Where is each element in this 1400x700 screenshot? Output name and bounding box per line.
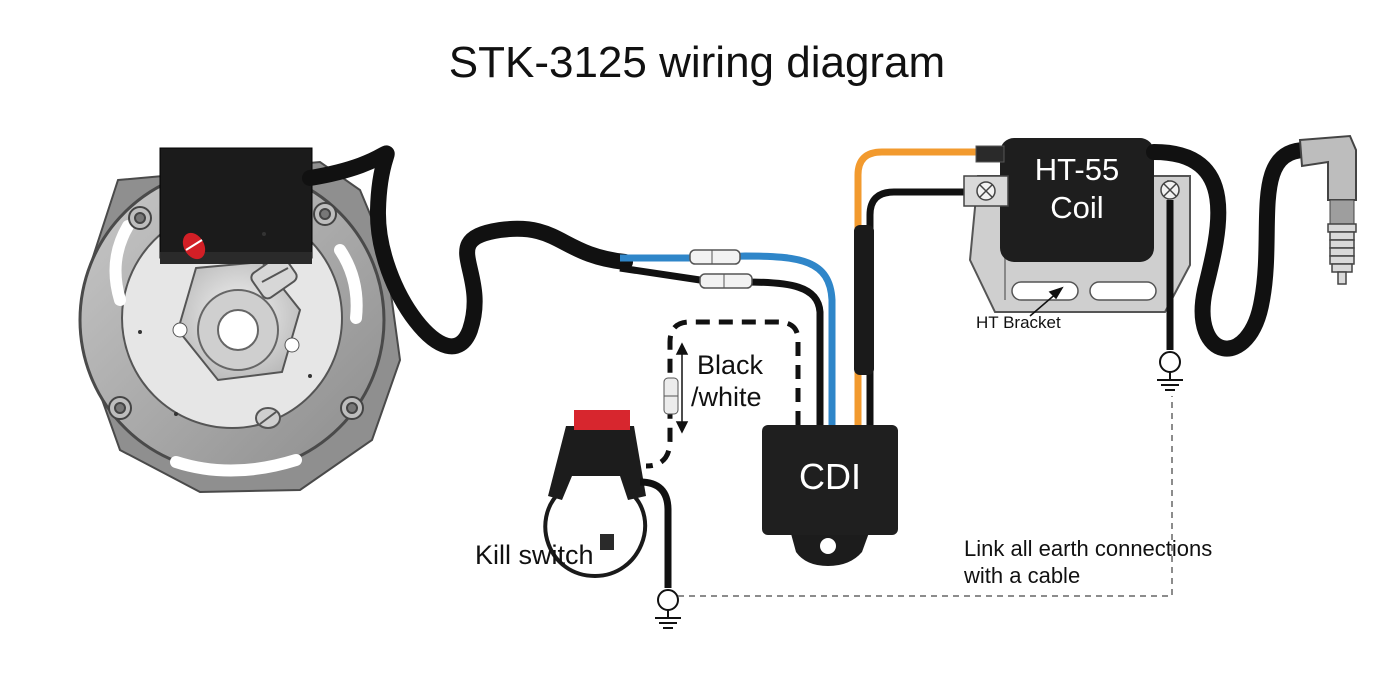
black-white-connector	[663, 377, 679, 415]
stator-screws	[108, 202, 364, 420]
coil-screws	[963, 175, 1180, 207]
ht-coil-body	[1000, 138, 1154, 262]
ht-coil	[975, 138, 1154, 262]
cdi-body	[762, 425, 898, 535]
page-title: STK-3125 wiring diagram	[448, 38, 946, 87]
ht-coil-terminal	[975, 145, 1005, 163]
stator-adjuster	[250, 254, 298, 300]
ht-bracket-pointer	[1029, 286, 1064, 317]
cdi-unit	[762, 425, 898, 566]
black-white-label-2: /white	[691, 382, 762, 412]
earth-note-line-1: Link all earth connections	[964, 536, 1213, 561]
spark-plug-cap	[1298, 134, 1357, 285]
kill-switch-label: Kill switch	[475, 540, 594, 570]
earth-note-line-2: with a cable	[964, 563, 1081, 588]
ht-bracket-slot	[1089, 281, 1157, 301]
coil-sub-label: Coil	[1050, 190, 1104, 225]
pickup-coil-base	[160, 252, 312, 264]
kill-switch	[543, 410, 648, 579]
stator-pin-hole	[172, 322, 188, 338]
earth-symbol-coil	[1157, 351, 1183, 391]
kill-switch-earth-wire	[639, 478, 672, 588]
orange-wire	[854, 148, 985, 425]
kill-switch-clamp	[543, 490, 648, 579]
stator-slot	[170, 454, 302, 477]
stator-cable	[302, 145, 633, 355]
kill-switch-button	[574, 410, 630, 430]
stator-pin-hole	[284, 337, 300, 353]
ht-bracket-label: HT Bracket	[976, 313, 1061, 332]
spark-plug	[1327, 223, 1357, 285]
stator-slot	[109, 220, 134, 306]
kill-switch-body	[548, 426, 646, 500]
wire-sleeve	[854, 225, 874, 375]
pickup-coil-block	[159, 147, 313, 259]
coil-name-label: HT-55	[1034, 152, 1120, 187]
kill-switch-tab	[600, 534, 614, 550]
stator-center-hole	[217, 309, 259, 351]
earth-link-cable	[678, 396, 1173, 597]
earth-symbol-kill	[655, 589, 681, 629]
ht-lead	[1146, 142, 1314, 357]
black-white-wire	[645, 319, 801, 469]
ht-bracket-slot	[1011, 281, 1079, 301]
stator-assembly	[78, 147, 402, 494]
cdi-label: CDI	[799, 456, 861, 497]
bullet-connectors	[689, 249, 753, 289]
black-white-arrow	[675, 342, 689, 434]
blue-wire	[620, 252, 836, 425]
stator-slot	[334, 244, 363, 324]
black-white-label-1: Black	[697, 350, 764, 380]
black-coil-wire	[866, 188, 972, 425]
